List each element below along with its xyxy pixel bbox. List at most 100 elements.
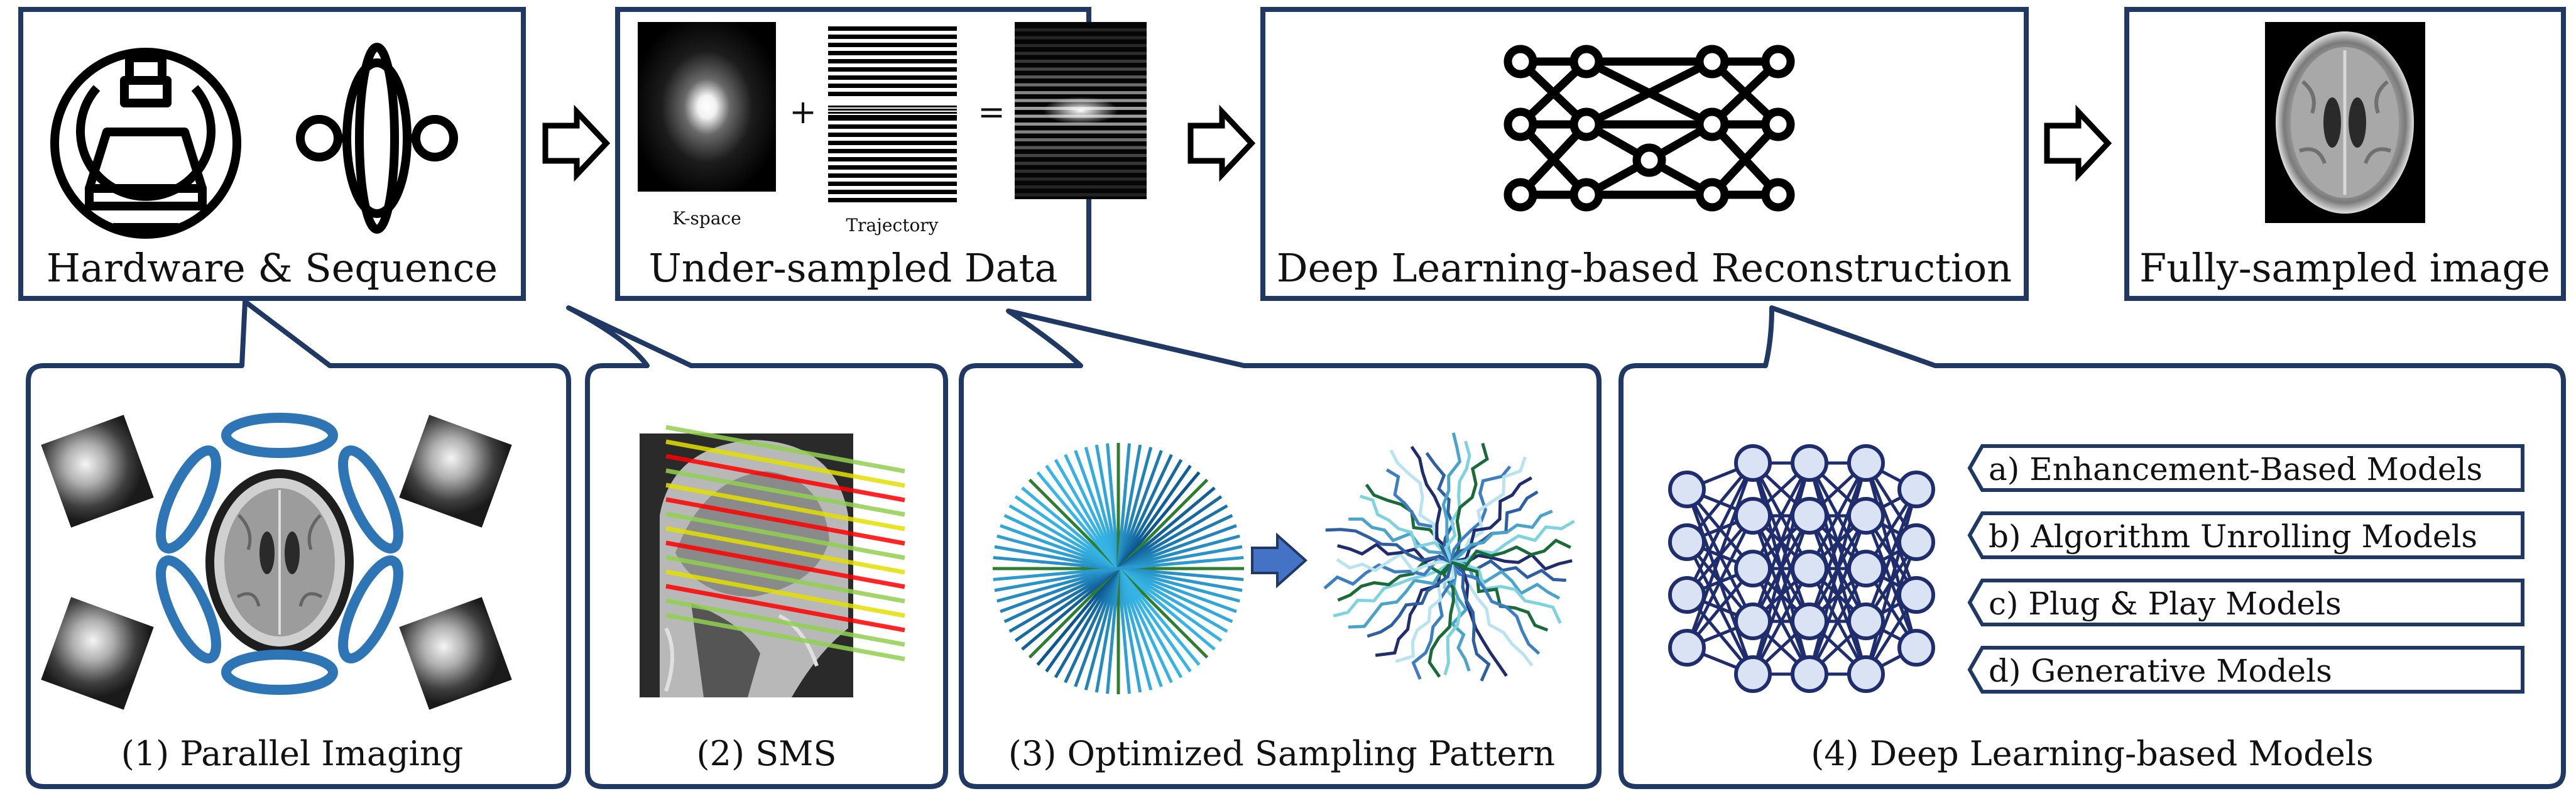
trajectory-line [828,165,957,170]
network-edge [1751,515,1811,675]
svg-text:a) Enhancement-Based Models: a) Enhancement-Based Models [1989,451,2482,488]
network-node [1734,655,1772,693]
network-node [1668,576,1706,614]
trajectory-line [828,43,957,47]
hardware-sequence-label: Hardware & Sequence [46,245,498,291]
network-edge [1751,462,1811,622]
network-edge [1751,567,1811,675]
network-node [1791,655,1828,693]
trajectory-line [828,182,957,186]
network-node [1897,471,1935,508]
trajectory-line [828,115,957,117]
sms-slice-line [665,555,905,604]
trajectory-caption: Trajectory [846,215,939,236]
sms-label: (2) SMS [697,734,837,773]
network-node [1695,178,1729,212]
network-edge [1808,567,1868,675]
trajectory-line [828,75,957,80]
network-node [1504,107,1537,141]
network-edge [1864,542,1918,675]
fully-sampled-box: Fully-sampled image [2124,7,2566,301]
trajectory-line [828,92,957,96]
optimized-spoke [1425,452,1455,564]
network-edge [1751,462,1811,570]
network-node [1897,576,1935,614]
trajectory-line [828,141,957,145]
optimized-spoke [1395,562,1456,663]
svg-text:b) Algorithm Unrolling Models: b) Algorithm Unrolling Models [1989,518,2477,555]
network-node [1791,497,1828,535]
dl-reconstruction-label: Deep Learning-based Reconstruction [1277,245,2012,291]
network-edge [1808,462,1868,570]
equals-sign: = [978,94,1005,131]
network-node [1791,602,1828,640]
sms-slice-line [665,468,905,517]
trajectory-line [828,157,957,161]
optimized-spoke [1333,560,1453,618]
aliased-line [1015,60,1147,63]
network-edge [1685,462,1755,648]
optimized-spoke [1451,538,1571,569]
sms-slice-line [665,483,905,532]
dl-reconstruction-box: Deep Learning-based Reconstruction [1260,7,2029,301]
brain-axial-image [205,469,354,655]
parallel-imaging-label: (1) Parallel Imaging [121,734,464,773]
undersampled-label: Under-sampled Data [649,245,1058,291]
network-edge [1808,462,1868,675]
network-node [1761,107,1795,141]
aliased-image [1015,22,1147,199]
kspace-image [638,22,776,192]
optimized-spoke [1323,559,1452,590]
mri-scanner-icon [50,48,241,239]
aliased-line [1015,177,1147,181]
optimized-spoke [1450,561,1491,682]
hardware-sequence-box: Hardware & Sequence [18,7,526,301]
optimized-spoke [1375,560,1453,657]
aliased-line [1015,130,1147,134]
network-node [1695,45,1729,79]
sms-slice-line [665,584,905,633]
sms-slice-line [665,497,905,546]
optimized-spoke [1451,560,1562,624]
optimized-spoke [1450,510,1553,564]
network-node [1734,497,1772,535]
network-node [1569,107,1603,141]
trajectory-line [828,84,957,88]
sms-slice-line [665,425,905,474]
aliased-line [1015,161,1147,165]
sms-slice-line [665,540,905,589]
sms-slice-line [665,454,905,503]
network-node [1897,523,1935,561]
sms-slice-line [665,613,905,662]
trajectory-line [828,59,957,63]
network-node [1847,550,1885,587]
network-edge [1585,58,1714,128]
optimized-spoke [1359,494,1453,564]
trajectory-line [828,133,957,137]
trajectory-line [828,149,957,153]
network-node [1504,45,1537,79]
network-node [1734,602,1772,640]
trajectory-line [828,190,957,194]
network-edge [1864,489,1918,675]
network-node [1668,471,1706,508]
trajectory-line [828,112,957,114]
network-edge [1808,515,1868,675]
optimized-spoke [1450,456,1527,564]
fully-sampled-label: Fully-sampled image [2139,245,2550,291]
network-edge [1685,515,1755,649]
brain-image [2265,22,2425,223]
sms-slice-line [665,598,905,647]
optimized-spoke [1337,560,1453,602]
aliased-line [1015,185,1147,188]
aliased-line [1015,28,1147,31]
network-node [1569,45,1603,79]
network-node [1761,178,1795,212]
sms-slice-line [665,526,905,575]
network-node [1632,143,1666,177]
aliased-line [1015,146,1147,150]
optimized-spoke [1325,528,1452,564]
coil-array [156,413,403,695]
sampling-pattern-label: (3) Optimized Sampling Pattern [1008,734,1555,773]
